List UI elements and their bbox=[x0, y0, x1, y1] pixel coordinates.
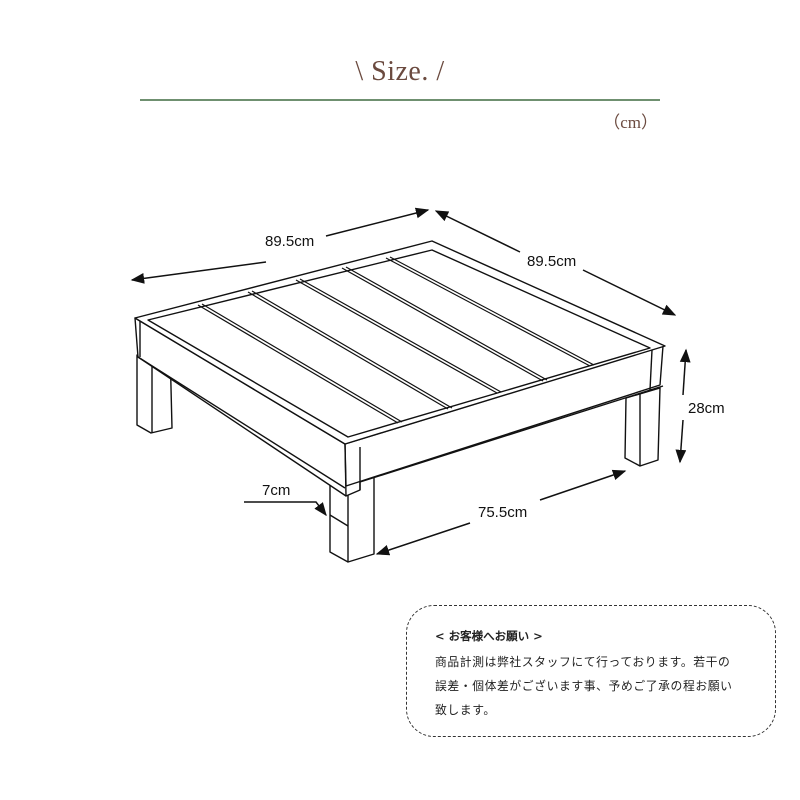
notice-line: 商品計測は弊社スタッフにて行っております。若干の bbox=[435, 655, 731, 669]
notice-line: 誤差・個体差がございます事、予めご了承の程お願い bbox=[435, 679, 733, 693]
top-slats bbox=[197, 256, 595, 424]
page-title: \ Size. / bbox=[355, 56, 445, 87]
platform-outline bbox=[134, 240, 666, 563]
notice-heading: < お客様へお願い > bbox=[435, 629, 543, 643]
notice-line: 致します。 bbox=[435, 703, 496, 717]
notice-body: 商品計測は弊社スタッフにて行っております。若干の 誤差・個体差がございます事、予… bbox=[435, 650, 759, 722]
height-label: 28cm bbox=[688, 400, 725, 417]
customer-notice-box: < お客様へお願い > 商品計測は弊社スタッフにて行っております。若干の 誤差・… bbox=[406, 605, 776, 737]
dimension-arrows bbox=[130, 207, 691, 556]
unit-label: （cm） bbox=[603, 113, 658, 132]
title-divider bbox=[140, 99, 660, 101]
leg-size-label: 7cm bbox=[262, 482, 290, 499]
width-label: 89.5cm bbox=[265, 233, 314, 250]
leg-span-label: 75.5cm bbox=[478, 504, 527, 521]
depth-label: 89.5cm bbox=[527, 253, 576, 270]
